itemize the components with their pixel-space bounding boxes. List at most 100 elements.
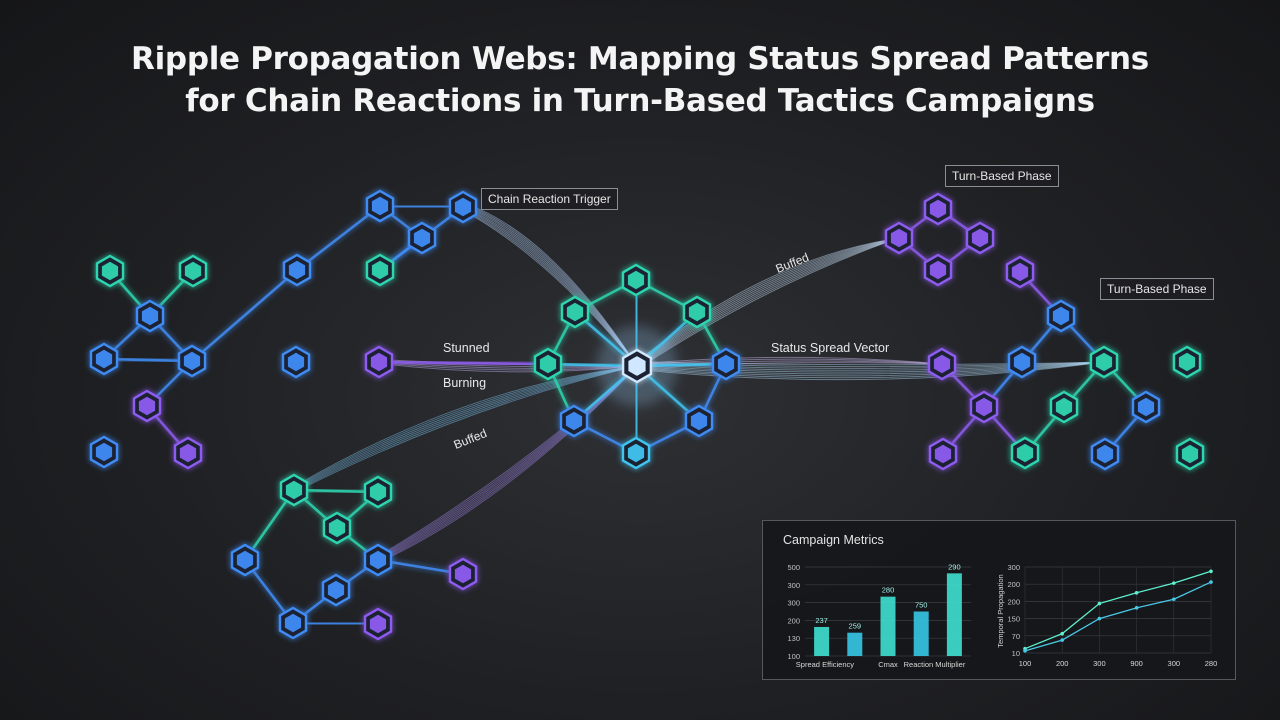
- metric-bar: [946, 573, 962, 656]
- hex-node: [621, 263, 651, 297]
- hex-node: [621, 348, 653, 384]
- line-point: [1209, 569, 1213, 574]
- hex-node: [1049, 390, 1079, 424]
- hex-node: [533, 347, 563, 381]
- hex-node: [321, 573, 351, 607]
- propagation-streams: [293, 202, 1105, 564]
- bar-category-label: Spread Efficiency: [796, 660, 854, 669]
- hex-node: [364, 345, 394, 379]
- propagation-stream: [636, 237, 900, 368]
- line-series: [1024, 570, 1212, 650]
- hex-node: [965, 221, 995, 255]
- hex-node: [560, 295, 590, 329]
- hex-node: [1089, 345, 1119, 379]
- propagation-stream: [293, 365, 638, 493]
- hex-node: [923, 253, 953, 287]
- bar-y-tick: 200: [787, 616, 800, 625]
- bar-data-label: 237: [815, 616, 828, 625]
- propagation-stream: [636, 361, 1105, 369]
- line-y-tick: 10: [1012, 649, 1020, 658]
- hex-node: [684, 404, 714, 438]
- hex-node: [1090, 437, 1120, 471]
- propagation-stream: [636, 361, 1105, 371]
- turn-based-phase-label-top: Turn-Based Phase: [945, 165, 1059, 187]
- hex-node: [365, 189, 395, 223]
- hex-node: [281, 345, 311, 379]
- bar-data-label: 750: [915, 601, 928, 610]
- line-series: [1024, 581, 1212, 652]
- propagation-stream: [636, 237, 900, 365]
- propagation-stream: [377, 365, 638, 563]
- propagation-stream: [293, 365, 638, 491]
- line-x-tick: 300: [1093, 659, 1106, 668]
- line-point: [1209, 580, 1213, 584]
- hex-node: [365, 253, 395, 287]
- propagation-stream: [293, 365, 638, 490]
- propagation-stream: [636, 237, 900, 364]
- metrics-charts: 500300300200130100237259280750290Spread …: [787, 562, 1218, 669]
- network-nodes: [89, 189, 1205, 641]
- propagation-stream: [636, 361, 1105, 381]
- propagation-stream: [293, 365, 638, 492]
- line-x-tick: 280: [1205, 659, 1218, 668]
- panel-title: Campaign Metrics: [783, 533, 884, 547]
- stunned-label: Stunned: [443, 341, 490, 355]
- hex-node: [173, 436, 203, 470]
- diagram-title: Ripple Propagation Webs: Mapping Status …: [0, 38, 1280, 122]
- hex-node: [279, 473, 309, 507]
- line-y-tick: 70: [1012, 632, 1020, 641]
- hex-node: [1172, 345, 1202, 379]
- status-spread-vector-label: Status Spread Vector: [771, 341, 890, 355]
- hex-node: [407, 221, 437, 255]
- propagation-stream: [377, 365, 638, 561]
- line-point: [1023, 649, 1027, 653]
- network-edge: [296, 204, 381, 272]
- hex-node: [135, 299, 165, 333]
- chain-reaction-trigger-label: Chain Reaction Trigger: [481, 188, 618, 210]
- line-y-tick: 150: [1007, 615, 1020, 624]
- hex-node: [884, 221, 914, 255]
- hex-node: [1007, 345, 1037, 379]
- bar-category-label: Cmax: [878, 660, 898, 669]
- metric-bar: [814, 626, 830, 656]
- propagation-stream: [377, 365, 638, 562]
- propagation-stream: [377, 365, 638, 564]
- line-y-tick: 200: [1007, 580, 1020, 589]
- hex-node: [448, 557, 478, 591]
- hex-node: [95, 254, 125, 288]
- line-x-tick: 300: [1168, 659, 1181, 668]
- metric-bar: [847, 632, 863, 656]
- hex-node: [89, 435, 119, 469]
- bar-data-label: 290: [948, 562, 961, 571]
- hex-node: [278, 606, 308, 640]
- hex-node: [559, 404, 589, 438]
- propagation-stream: [636, 237, 900, 366]
- bar-chart: 500300300200130100237259280750290Spread …: [787, 562, 971, 669]
- hex-node: [363, 607, 393, 641]
- bar-y-tick: 300: [787, 599, 800, 608]
- hex-node: [711, 347, 741, 381]
- hex-node: [927, 347, 957, 381]
- propagation-stream: [636, 361, 1105, 379]
- propagation-stream: [377, 365, 638, 560]
- propagation-stream: [293, 365, 638, 488]
- title-line-1: Ripple Propagation Webs: Mapping Status …: [131, 41, 1149, 77]
- propagation-stream: [636, 361, 1105, 373]
- propagation-stream: [636, 237, 900, 367]
- hex-node: [969, 390, 999, 424]
- bar-y-tick: 100: [787, 652, 800, 661]
- hex-node: [177, 344, 207, 378]
- hex-node: [282, 253, 312, 287]
- network-edge: [191, 269, 298, 362]
- line-y-tick: 200: [1007, 597, 1020, 606]
- hex-node: [322, 511, 352, 545]
- line-y-tick: 300: [1007, 563, 1020, 572]
- line-x-tick: 100: [1019, 659, 1032, 668]
- hex-node: [178, 254, 208, 288]
- line-point: [1172, 581, 1176, 585]
- network-edge: [103, 357, 193, 363]
- network-edge: [378, 360, 549, 366]
- hex-node: [1010, 436, 1040, 470]
